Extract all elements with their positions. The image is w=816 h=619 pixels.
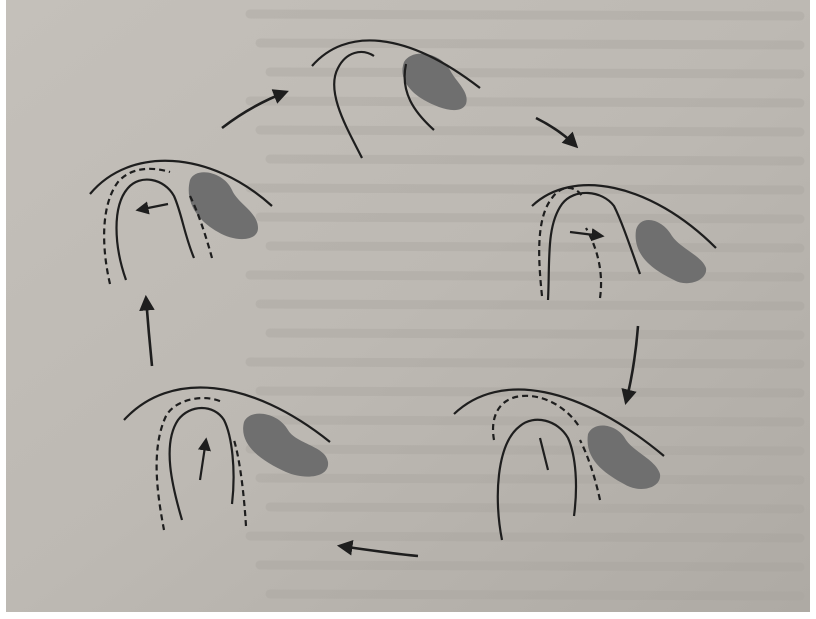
ghost-text-line [270,159,800,161]
ghost-text-line [270,333,800,335]
ghost-text-line [250,14,800,16]
ghost-text-lines [250,14,800,596]
ghost-text-line [270,594,800,596]
ghost-text-line [250,275,800,277]
ghost-text-line [250,188,800,190]
ghost-text-line [250,362,800,364]
ghost-text-line [250,101,800,103]
ghost-text-line [260,391,800,393]
ghost-text-line [270,246,800,248]
ghost-text-line [260,217,800,219]
ghost-text-line [260,130,800,132]
ghost-text-line [250,449,800,451]
ghost-text-line [260,304,800,306]
ghost-text-line [260,565,800,567]
ghost-text-line [250,536,800,538]
ghost-text-line [260,478,800,480]
ghost-text-line [270,72,800,74]
ghost-text-line [270,507,800,509]
